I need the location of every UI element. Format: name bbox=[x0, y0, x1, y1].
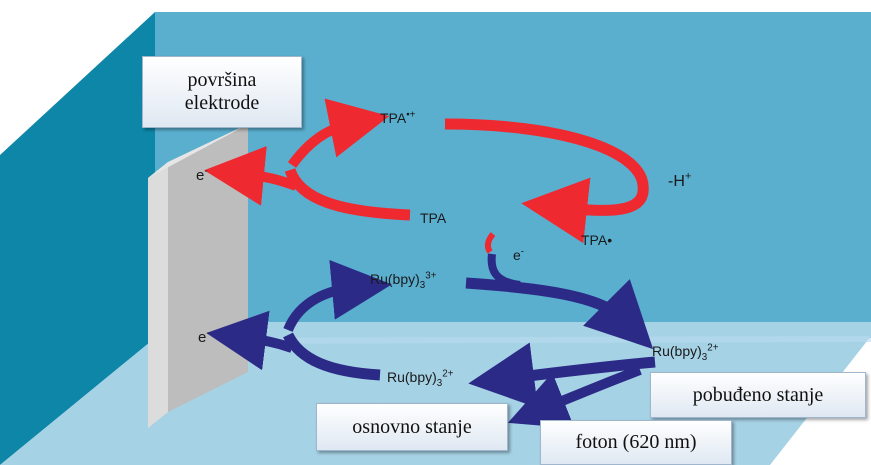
electrode-side bbox=[148, 162, 168, 428]
electrode-plate bbox=[168, 124, 248, 412]
tpa-label: TPA bbox=[420, 210, 447, 226]
red-electron-tick bbox=[484, 232, 496, 254]
excited-state-label: pobuđeno stanje bbox=[650, 372, 866, 418]
electrode-surface-line1: površina bbox=[187, 69, 257, 91]
electron-label-bottom: e- bbox=[198, 327, 210, 346]
blue-arrow-ru3-to-excited bbox=[465, 277, 654, 350]
floor-edge bbox=[155, 336, 871, 344]
ru2-ground-label: Ru(bpy)32+ bbox=[387, 368, 454, 389]
electrode-surface-label: površina elektrode bbox=[142, 56, 302, 128]
ru3-label: Ru(bpy)33+ bbox=[370, 270, 437, 291]
electrode-surface-line2: elektrode bbox=[184, 92, 260, 114]
blue-arc-ground-to-electrode bbox=[283, 332, 381, 381]
blue-arc-electron-transfer bbox=[487, 253, 521, 289]
blue-arrow-to-ru3 bbox=[283, 259, 392, 333]
ground-state-label: osnovno stanje bbox=[316, 403, 508, 451]
electrode-top bbox=[148, 124, 248, 178]
tpa-radical-cation-label: TPA•+ bbox=[380, 109, 416, 126]
electron-label-top: e- bbox=[196, 165, 208, 184]
left-wall bbox=[0, 12, 155, 465]
photon-label: foton (620 nm) bbox=[540, 420, 732, 465]
tpa-radical-label: TPA• bbox=[581, 232, 613, 248]
blue-arrow-to-electrode bbox=[206, 310, 294, 371]
red-arc-tpa-to-electrode bbox=[284, 167, 411, 221]
electron-label-transfer: e- bbox=[513, 246, 525, 263]
red-arrow-to-tpa-radical-cation bbox=[287, 98, 390, 168]
blue-arrow-photon-emission bbox=[507, 365, 642, 429]
deprotonation-label: -H+ bbox=[668, 170, 692, 190]
red-arc-deprotonation bbox=[444, 118, 649, 244]
ru2-excited-label: Ru(bpy)32+ bbox=[652, 342, 719, 363]
back-wall bbox=[155, 12, 871, 338]
